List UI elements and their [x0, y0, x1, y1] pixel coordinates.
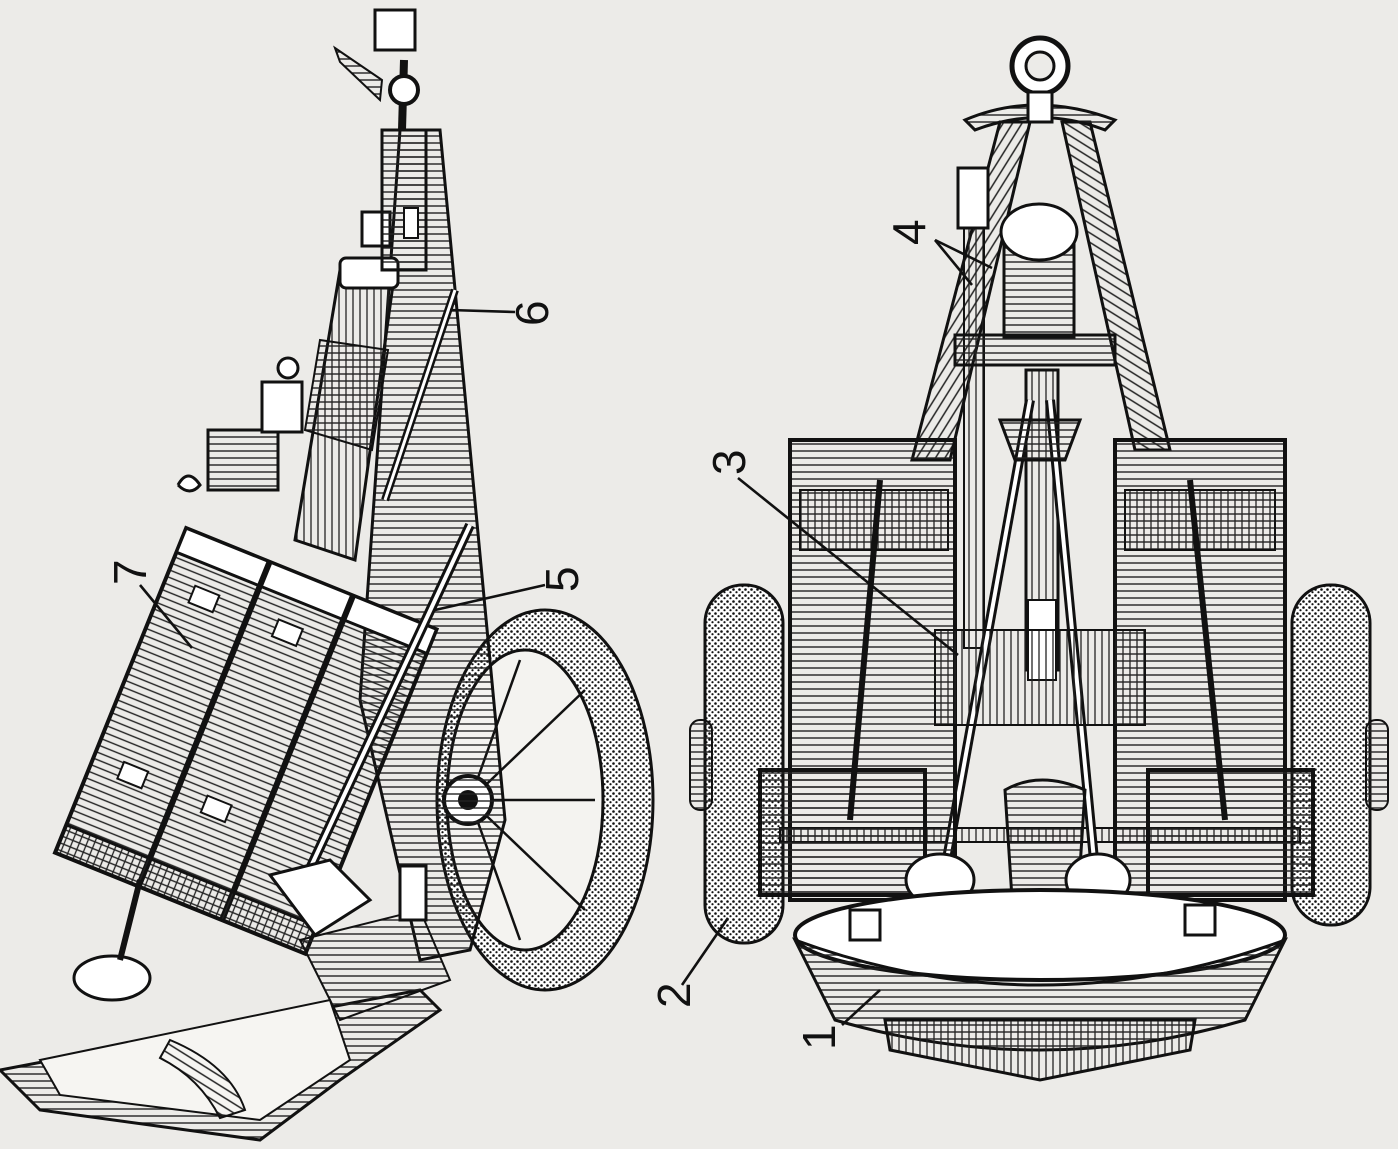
callout-2: 2	[648, 982, 700, 1008]
callout-4: 4	[883, 219, 935, 245]
callout-5: 5	[536, 566, 588, 592]
side-barrel	[293, 210, 400, 562]
leader-lines	[138, 238, 993, 1026]
leader-5	[434, 583, 546, 612]
front-ammo-box-left	[758, 438, 957, 902]
side-post	[333, 8, 428, 272]
side-view	[0, 8, 655, 1142]
front-a-frame-right	[1060, 120, 1172, 452]
front-base-plate	[791, 888, 1289, 1082]
callout-labels: 1 2 3 4 5 6 7	[104, 219, 935, 1050]
leader-1	[841, 989, 881, 1026]
side-ammo-box	[52, 525, 440, 957]
callout-6: 6	[506, 300, 558, 326]
leader-7	[138, 584, 194, 649]
leader-4a	[933, 239, 974, 286]
front-view	[689, 35, 1389, 1082]
leader-6	[449, 308, 516, 314]
side-sight	[176, 356, 304, 493]
leader-3	[737, 476, 959, 657]
callout-3: 3	[703, 449, 755, 475]
leader-4b	[934, 238, 993, 270]
callout-7: 7	[104, 559, 156, 585]
leader-2	[680, 917, 730, 986]
callout-1: 1	[793, 1024, 845, 1050]
